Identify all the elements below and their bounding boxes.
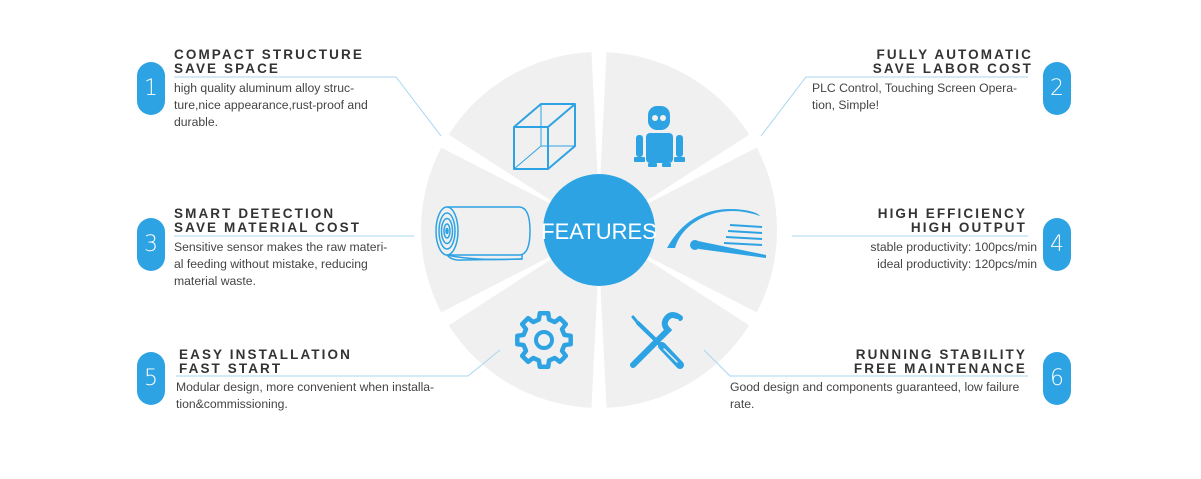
tools-icon <box>630 312 684 369</box>
segment-smart-detection <box>421 147 550 313</box>
material-roll-icon <box>435 206 531 261</box>
feature-title-line: FULLY AUTOMATIC <box>876 47 1033 62</box>
feature-title: SMART DETECTION SAVE MATERIAL COST <box>174 207 361 235</box>
connector-line <box>760 76 1028 137</box>
feature-number-badge: 6 <box>1043 352 1071 405</box>
connector-line <box>703 349 1028 377</box>
robot-icon <box>634 106 685 167</box>
feature-title-line: RUNNING STABILITY <box>855 347 1027 362</box>
feature-title-line: FAST START <box>179 361 283 376</box>
feature-title: COMPACT STRUCTURE SAVE SPACE <box>174 48 364 76</box>
feature-number-badge: 3 <box>137 218 165 271</box>
feature-description: high quality aluminum alloy struc- ture,… <box>174 81 368 129</box>
segment-running-stability <box>600 259 750 408</box>
segment-fully-automatic <box>600 52 750 201</box>
feature-title: EASY INSTALLATION FAST START <box>179 348 352 376</box>
feature-description: stable productivity: 100pcs/min ideal pr… <box>870 240 1037 271</box>
feature-number-badge: 1 <box>137 62 165 115</box>
feature-description: Modular design, more convenient when ins… <box>176 380 435 411</box>
feature-title-line: EASY INSTALLATION <box>179 347 352 362</box>
feature-title-line: SAVE MATERIAL COST <box>174 220 362 235</box>
center-circle <box>543 174 655 286</box>
speedometer-icon <box>667 209 766 258</box>
feature-description: Good design and components guaranteed, l… <box>730 380 1020 411</box>
feature-title-line: SMART DETECTION <box>174 206 336 221</box>
feature-title-line: HIGH OUTPUT <box>910 220 1027 235</box>
segment-high-efficiency <box>648 147 777 313</box>
feature-number-badge: 2 <box>1043 62 1071 115</box>
feature-number-badge: 4 <box>1043 218 1071 271</box>
connector-line <box>176 349 501 377</box>
feature-title: RUNNING STABILITY FREE MAINTENANCE <box>854 348 1027 376</box>
feature-title-line: SAVE LABOR COST <box>872 61 1033 76</box>
feature-description: Sensitive sensor makes the raw materi- a… <box>174 240 388 288</box>
feature-title-line: FREE MAINTENANCE <box>853 361 1027 376</box>
connector-line <box>174 76 442 137</box>
feature-description: PLC Control, Touching Screen Opera- tion… <box>812 81 1018 112</box>
feature-title: HIGH EFFICIENCY HIGH OUTPUT <box>878 207 1027 235</box>
feature-title-line: HIGH EFFICIENCY <box>877 206 1027 221</box>
feature-title-line: COMPACT STRUCTURE <box>174 47 364 62</box>
feature-number-badge: 5 <box>137 352 165 405</box>
feature-title-line: SAVE SPACE <box>174 61 281 76</box>
center-label: FEATURES <box>541 219 657 244</box>
gear-icon <box>515 311 573 369</box>
cube-icon <box>513 103 576 170</box>
feature-title: FULLY AUTOMATIC SAVE LABOR COST <box>873 48 1033 76</box>
